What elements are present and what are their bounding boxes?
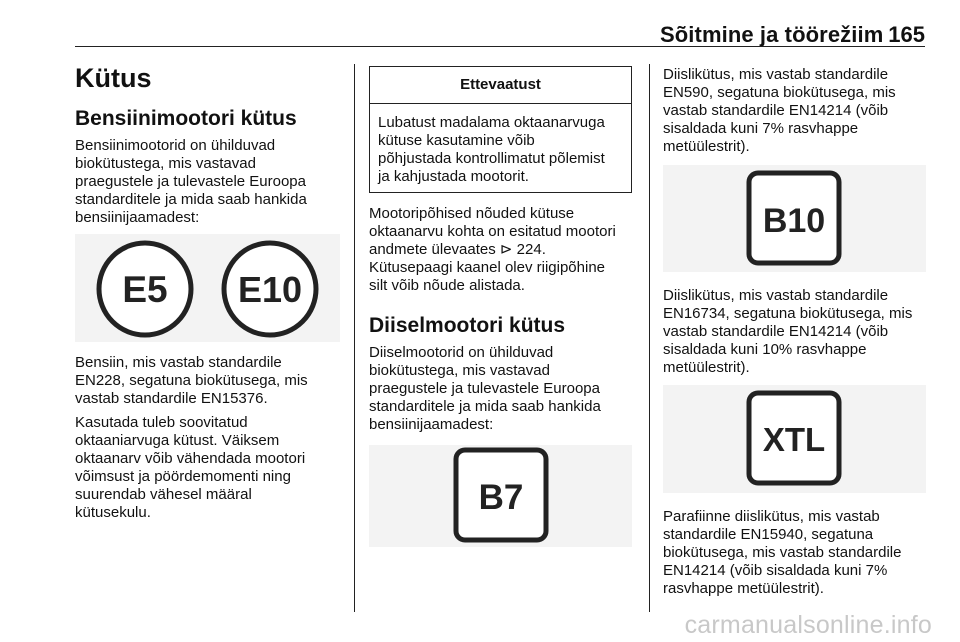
e10-symbol-icon: E10 (221, 240, 319, 338)
b7-symbol-panel: B7 (369, 445, 632, 547)
column-2: Mootoripõhised nõuded kütuse oktaanarvu … (369, 205, 637, 434)
text-line: Lubatust madalama oktaanarvuga (378, 114, 605, 131)
text-line: oktaanarvu kohta on esitatud mootori (369, 223, 616, 240)
en15940-paragraph: Parafiinne diislikütus, mis vastab stand… (663, 508, 928, 598)
page-reference-arrow-icon: ⊳ (499, 241, 513, 258)
text-line: rasvhappe metüülestrit). (663, 580, 824, 597)
text-line: kütuse kasutamine võib (378, 132, 535, 149)
text-line: Diislikütus, mis vastab standardile (663, 66, 889, 83)
petrol-fuel-heading: Bensiinimootori kütus (75, 107, 297, 130)
text-line: vastab standardile EN14214 (võib (663, 323, 889, 340)
column-3: Diislikütus, mis vastab standardile EN59… (663, 66, 928, 156)
b10-symbol-panel: B10 (663, 165, 926, 272)
text-line: Kasutada tuleb soovitatud (75, 414, 248, 431)
page-title: Kütus (75, 63, 152, 93)
text-line: standarditele ja mida saab hankida (75, 191, 307, 208)
text-line: ja kahjustada mootorit. (378, 168, 529, 185)
en590-paragraph: Diislikütus, mis vastab standardile EN59… (663, 66, 928, 156)
e5-symbol-label: E5 (122, 269, 167, 310)
page-reference-number: 224. (516, 241, 546, 258)
b7-symbol-icon: B7 (453, 447, 549, 543)
e5-symbol-icon: E5 (96, 240, 194, 338)
b7-symbol-svg: B7 (453, 447, 549, 543)
text-line: oktaanarv võib vähendada mootori (75, 450, 306, 467)
diesel-fuel-heading: Diiselmootori kütus (369, 314, 566, 337)
en16734-paragraph: Diislikütus, mis vastab standardile EN16… (663, 287, 928, 377)
column-divider-left (354, 64, 355, 612)
text-line: võimsust ja pöördemomenti ning (75, 468, 291, 485)
text-line: standardile EN15940, segatuna (663, 526, 874, 543)
petrol-symbols-panel: E5 E10 (75, 234, 340, 342)
text-line-with-reference: andmete ülevaates ⊳ 224. (369, 241, 637, 259)
b10-symbol-svg: B10 (746, 170, 842, 266)
text-line: EN16734, segatuna biokütusega, mis (663, 305, 913, 322)
text-line: praegustele ja tulevastele Euroopa (75, 173, 306, 190)
petrol-standard-paragraph: Bensiin, mis vastab standardile EN228, s… (75, 354, 340, 408)
text-line: metüülestrit). (663, 359, 750, 376)
caution-text: Lubatust madalama oktaanarvuga kütuse ka… (370, 104, 631, 186)
page-number: 165 (888, 22, 925, 47)
xtl-symbol-panel: XTL (663, 385, 926, 493)
text-line: Parafiinne diislikütus, mis vastab (663, 508, 880, 525)
b7-symbol-label: B7 (479, 478, 524, 517)
text-line: vastab standardile EN14214 (võib (663, 102, 889, 119)
text-line: kütusekulu. (75, 504, 151, 521)
text-line: sisaldada kuni 7% rasvhappe (663, 120, 859, 137)
b10-symbol-icon: B10 (746, 170, 842, 266)
text-line: bensiinijaamadest: (369, 416, 494, 433)
text-line: põhjustada kontrollimatut põlemist (378, 150, 605, 167)
petrol-symbols-svg: E5 E10 (96, 240, 319, 338)
caution-box: Ettevaatust Lubatust madalama oktaanarvu… (369, 66, 632, 193)
column-1-lower: Bensiin, mis vastab standardile EN228, s… (75, 354, 340, 522)
text-line: standarditele ja mida saab hankida (369, 398, 601, 415)
text-line: metüülestrit). (663, 138, 750, 155)
page-reference-link[interactable]: 224. (513, 241, 546, 258)
column-3-lower: Parafiinne diislikütus, mis vastab stand… (663, 508, 928, 598)
text-line: EN14214 (võib sisaldada kuni 7% (663, 562, 888, 579)
text-line: Bensiin, mis vastab standardile (75, 354, 282, 371)
engine-requirements-paragraph: Mootoripõhised nõuded kütuse oktaanarvu … (369, 205, 637, 295)
petrol-intro: Bensiinimootorid on ühilduvad biokütuste… (75, 137, 340, 227)
text-line: bensiinijaamadest: (75, 209, 200, 226)
text-line: vastab standardile EN15376. (75, 390, 268, 407)
text-line: praegustele ja tulevastele Euroopa (369, 380, 600, 397)
text-line: Diislikütus, mis vastab standardile (663, 287, 889, 304)
text-line: Diiselmootorid on ühilduvad (369, 344, 554, 361)
section-header: Sõitmine ja töörežiim (660, 22, 884, 47)
text-line: EN228, segatuna biokütusega, mis (75, 372, 308, 389)
xtl-symbol-label: XTL (763, 421, 825, 458)
e10-symbol-label: E10 (238, 269, 302, 310)
text-line: oktaaniarvuga kütust. Väiksem (75, 432, 280, 449)
column-1: Kütus Bensiinimootori kütus Bensiinimoot… (75, 62, 340, 227)
text-span: andmete ülevaates (369, 241, 500, 258)
octane-paragraph: Kasutada tuleb soovitatud oktaaniarvuga … (75, 414, 340, 522)
column-3-middle: Diislikütus, mis vastab standardile EN16… (663, 287, 928, 377)
text-line: silt võib nõude alistada. (369, 277, 525, 294)
text-line: EN590, segatuna biokütusega, mis (663, 84, 896, 101)
column-divider-right (649, 64, 650, 612)
caution-title: Ettevaatust (370, 67, 631, 104)
watermark: carmanualsonline.info (684, 611, 932, 639)
header-rule (75, 46, 925, 47)
text-line: Kütusepaagi kaanel olev riigipõhine (369, 259, 606, 276)
text-line: Bensiinimootorid on ühilduvad (75, 137, 276, 154)
text-line: suurendab vähesel määral (75, 486, 252, 503)
text-line: Mootoripõhised nõuded kütuse (369, 205, 575, 222)
text-line: biokütustega, mis vastavad (369, 362, 550, 379)
text-line: biokütusega, mis vastab standardile (663, 544, 902, 561)
text-line: sisaldada kuni 10% rasvhappe (663, 341, 867, 358)
xtl-symbol-svg: XTL (746, 390, 842, 486)
xtl-symbol-icon: XTL (746, 390, 842, 486)
diesel-intro: Diiselmootorid on ühilduvad biokütustega… (369, 344, 637, 434)
b10-symbol-label: B10 (763, 202, 825, 240)
text-line: biokütustega, mis vastavad (75, 155, 256, 172)
